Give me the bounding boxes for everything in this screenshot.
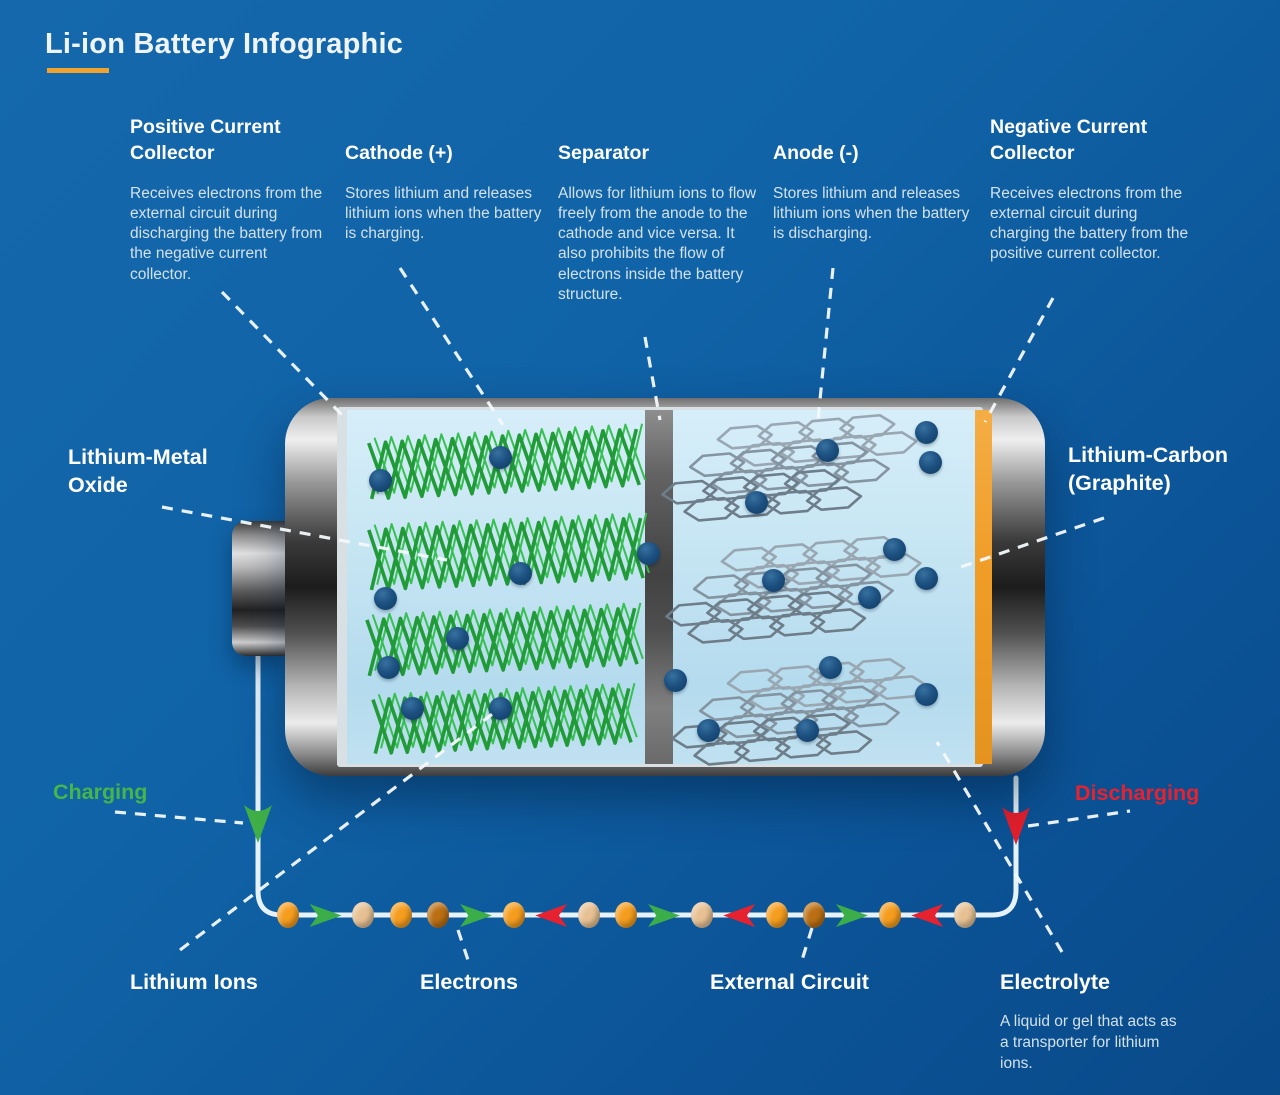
lithium-ion-dot: [377, 656, 400, 679]
electron-dot: [502, 902, 525, 928]
legend-heading-wrap: Cathode (+): [345, 108, 545, 166]
cathode-material-label: Lithium-Metal Oxide: [68, 445, 208, 497]
electron-dot: [690, 902, 713, 928]
lithium-ion-dot: [915, 567, 938, 590]
lithium-ion-dot: [697, 719, 720, 742]
legend-heading-wrap: Negative Current Collector: [990, 108, 1190, 166]
lithium-ion-dot: [745, 491, 768, 514]
legend-heading-wrap: Positive Current Collector: [130, 108, 330, 166]
legend-body: Stores lithium and releases lithium ions…: [345, 185, 542, 243]
lithium-ion-dot: [489, 446, 512, 469]
legend-anode: Anode (-) Stores lithium and releases li…: [773, 108, 973, 244]
lithium-ion-dot: [637, 542, 660, 565]
legend-heading: Anode (-): [773, 141, 859, 164]
legend-heading: Negative Current Collector: [990, 116, 1148, 164]
electron-dot: [953, 902, 976, 928]
lithium-ion-dot: [762, 569, 785, 592]
cathode-oxide-chain: [365, 602, 644, 677]
lithium-ion-dot: [369, 469, 392, 492]
lithium-ion-dot: [489, 697, 512, 720]
legend-heading: Cathode (+): [345, 141, 453, 164]
lithium-ion-dot: [819, 656, 842, 679]
anode-graphite-stack: [671, 657, 928, 766]
lithium-ion-dot: [915, 421, 938, 444]
electron-dot: [803, 902, 826, 928]
electrons-label: Electrons: [420, 970, 518, 994]
cathode-oxide-chain: [367, 423, 646, 500]
anode-graphite-stack: [665, 535, 922, 644]
electron-dot: [878, 902, 901, 928]
lithium-ion-dot: [401, 697, 424, 720]
legend-body: Stores lithium and releases lithium ions…: [773, 185, 970, 243]
legend-heading-wrap: Separator: [558, 108, 758, 166]
legend-separator: Separator Allows for lithium ions to flo…: [558, 108, 758, 305]
lithium-ion-dot: [796, 719, 819, 742]
cathode-oxide-chain: [367, 512, 650, 591]
charging-label: Charging: [53, 780, 148, 804]
electron-dot: [765, 902, 788, 928]
lithium-ion-dot: [664, 669, 687, 692]
legend-positive-current-collector: Positive Current Collector Receives elec…: [130, 108, 330, 285]
legend-body: Receives electrons from the external cir…: [990, 185, 1189, 263]
anode-material-label: Lithium-Carbon (Graphite): [1068, 443, 1229, 495]
legend-body: Receives electrons from the external cir…: [130, 185, 323, 283]
lithium-ion-dot: [883, 538, 906, 561]
title-underline: [47, 68, 109, 73]
separator-bar: [645, 410, 673, 764]
lithium-ion-dot: [919, 451, 942, 474]
legend-heading: Positive Current Collector: [130, 116, 281, 164]
discharging-label: Discharging: [1075, 781, 1200, 805]
electrolyte-label: Electrolyte: [1000, 970, 1110, 994]
legend-cathode: Cathode (+) Stores lithium and releases …: [345, 108, 545, 244]
electrolyte-description: A liquid or gel that acts as a transport…: [1000, 1013, 1177, 1072]
lithium-ion-dot: [509, 562, 532, 585]
electron-dot: [389, 902, 412, 928]
lithium-ions-label: Lithium Ions: [130, 970, 258, 994]
page-title: Li-ion Battery Infographic: [45, 28, 404, 60]
legend-heading-wrap: Anode (-): [773, 108, 973, 166]
lithium-ion-dot: [915, 683, 938, 706]
lithium-ion-dot: [858, 586, 881, 609]
electron-dot: [577, 902, 600, 928]
anode-graphite-stack: [661, 413, 918, 522]
external-circuit-label: External Circuit: [710, 970, 869, 994]
legend-heading: Separator: [558, 141, 650, 164]
lithium-ion-dot: [816, 439, 839, 462]
lithium-ion-dot: [446, 627, 469, 650]
legend-negative-current-collector: Negative Current Collector Receives elec…: [990, 108, 1190, 265]
negative-collector-strip: [975, 410, 992, 764]
electron-dot: [615, 902, 638, 928]
legend-body: Allows for lithium ions to flow freely f…: [558, 185, 757, 303]
electron-dot: [277, 902, 299, 928]
lithium-ion-dot: [374, 587, 397, 610]
